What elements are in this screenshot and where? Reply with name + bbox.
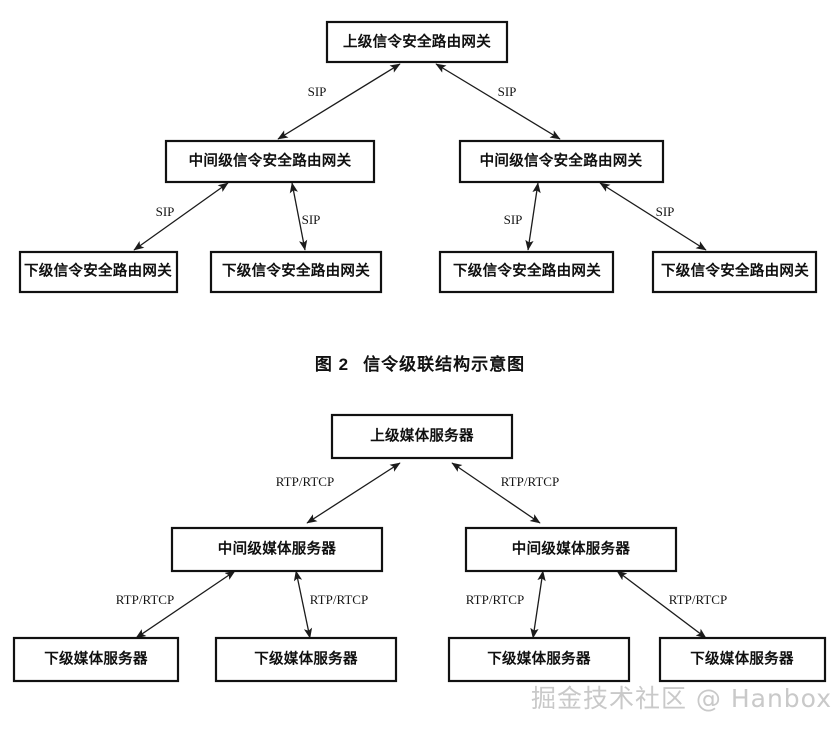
- node-box: [330, 413, 514, 460]
- node-label: 下级媒体服务器: [254, 649, 358, 667]
- node-label: 中间级信令安全路由网关: [480, 151, 643, 169]
- node-media-leaf-1[interactable]: 下级媒体服务器: [12, 636, 180, 683]
- node-label: 下级信令安全路由网关: [222, 261, 370, 279]
- media-edge-labels: RTP/RTCP RTP/RTCP RTP/RTCP RTP/RTCP RTP/…: [116, 474, 727, 607]
- node-box: [164, 139, 376, 184]
- edge-leaf4-midright: [599, 182, 707, 251]
- media-cascade-diagram: RTP/RTCP RTP/RTCP RTP/RTCP RTP/RTCP RTP/…: [12, 413, 827, 683]
- edge-midleft-top: [277, 63, 401, 140]
- node-box: [325, 20, 509, 64]
- edge-label-midright-top: RTP/RTCP: [501, 474, 559, 489]
- node-label: 下级信令安全路由网关: [24, 261, 172, 279]
- node-box: [18, 250, 179, 294]
- edge-midright-top: [435, 63, 561, 140]
- edge-label-leaf3-midright: RTP/RTCP: [466, 592, 524, 607]
- edge-label-leaf2-midleft: SIP: [302, 212, 321, 227]
- node-label: 中间级媒体服务器: [218, 539, 337, 557]
- node-label: 下级媒体服务器: [487, 649, 591, 667]
- node-signaling-mid-left[interactable]: 中间级信令安全路由网关: [164, 139, 376, 184]
- edge-leaf2-midleft: [289, 182, 308, 251]
- figure-caption-title: 信令级联结构示意图: [363, 355, 526, 374]
- node-media-leaf-2[interactable]: 下级媒体服务器: [214, 636, 398, 683]
- edge-midright-top: [451, 462, 541, 524]
- node-box: [214, 636, 398, 683]
- node-label: 下级信令安全路由网关: [453, 261, 601, 279]
- node-signaling-leaf-1[interactable]: 下级信令安全路由网关: [18, 250, 179, 294]
- node-box: [658, 636, 827, 683]
- edge-label-leaf4-midright: SIP: [656, 204, 675, 219]
- node-signaling-leaf-2[interactable]: 下级信令安全路由网关: [209, 250, 383, 294]
- figure-caption: 图 2 信令级联结构示意图: [0, 350, 840, 375]
- edge-label-leaf1-midleft: SIP: [156, 204, 175, 219]
- edge-label-leaf1-midleft: RTP/RTCP: [116, 592, 174, 607]
- node-media-leaf-3[interactable]: 下级媒体服务器: [447, 636, 631, 683]
- edge-leaf1-midleft: [133, 182, 229, 251]
- media-edges: [135, 462, 707, 639]
- node-media-leaf-4[interactable]: 下级媒体服务器: [658, 636, 827, 683]
- node-label: 中间级信令安全路由网关: [189, 151, 352, 169]
- edge-label-midleft-top: SIP: [308, 84, 327, 99]
- edge-label-leaf4-midright: RTP/RTCP: [669, 592, 727, 607]
- node-label: 下级媒体服务器: [44, 649, 148, 667]
- node-box: [12, 636, 180, 683]
- edge-label-leaf3-midright: SIP: [504, 212, 523, 227]
- edge-label-midright-top: SIP: [498, 84, 517, 99]
- node-box: [209, 250, 383, 294]
- edge-leaf2-midleft: [293, 570, 313, 639]
- node-signaling-leaf-4[interactable]: 下级信令安全路由网关: [651, 250, 818, 294]
- figure-caption-number: 图 2: [314, 355, 350, 374]
- node-signaling-top[interactable]: 上级信令安全路由网关: [325, 20, 509, 64]
- edge-label-midleft-top: RTP/RTCP: [276, 474, 334, 489]
- watermark-text: 掘金技术社区 @ Hanbox: [530, 684, 832, 713]
- node-label: 上级媒体服务器: [370, 426, 474, 444]
- edge-label-leaf2-midleft: RTP/RTCP: [310, 592, 368, 607]
- node-signaling-leaf-3[interactable]: 下级信令安全路由网关: [438, 250, 615, 294]
- node-box: [651, 250, 818, 294]
- edge-midleft-top: [306, 462, 401, 524]
- node-label: 上级信令安全路由网关: [343, 32, 491, 50]
- node-box: [438, 250, 615, 294]
- node-media-mid-left[interactable]: 中间级媒体服务器: [170, 526, 384, 573]
- node-signaling-mid-right[interactable]: 中间级信令安全路由网关: [458, 139, 665, 184]
- node-box: [458, 139, 665, 184]
- node-media-mid-right[interactable]: 中间级媒体服务器: [464, 526, 678, 573]
- edge-leaf4-midright: [616, 570, 707, 639]
- edge-leaf1-midleft: [135, 570, 236, 639]
- node-label: 中间级媒体服务器: [512, 539, 631, 557]
- edge-leaf3-midright: [525, 182, 541, 251]
- edge-leaf3-midright: [530, 570, 546, 639]
- signaling-cascade-diagram: SIP SIP SIP SIP SIP SIP 上级信令安全路由网关 中间级信令…: [18, 20, 818, 294]
- signaling-edges: [133, 63, 707, 251]
- node-box: [447, 636, 631, 683]
- node-box: [170, 526, 384, 573]
- node-media-top[interactable]: 上级媒体服务器: [330, 413, 514, 460]
- node-box: [464, 526, 678, 573]
- signaling-edge-labels: SIP SIP SIP SIP SIP SIP: [156, 84, 675, 227]
- node-label: 下级信令安全路由网关: [661, 261, 809, 279]
- node-label: 下级媒体服务器: [690, 649, 794, 667]
